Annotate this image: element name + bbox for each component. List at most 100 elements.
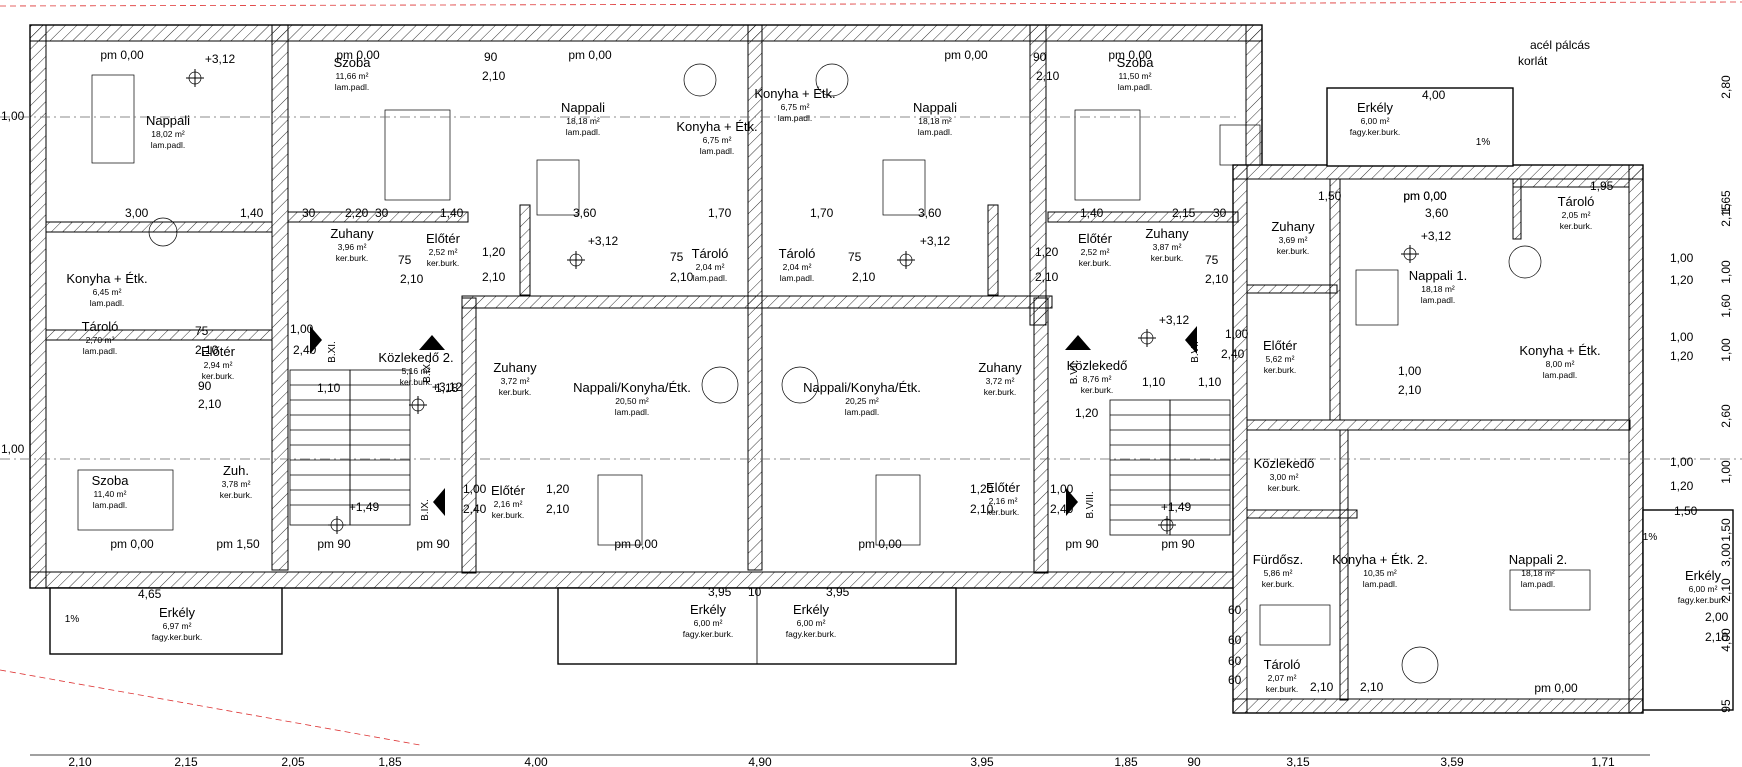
dimension-label: 1,20 xyxy=(546,482,570,496)
dimension-label: 2,40 xyxy=(463,502,487,516)
room-area: 11,40 m² xyxy=(94,489,127,499)
room-area: 3,87 m² xyxy=(1153,242,1182,252)
room-name: Konyha + Étk. xyxy=(676,119,757,134)
room-area: 2,05 m² xyxy=(1562,210,1591,220)
room-floor-finish: ker.burk. xyxy=(1277,246,1310,256)
room-name: Nappali xyxy=(146,113,190,128)
room-floor-finish: ker.burk. xyxy=(202,371,235,381)
dimension-label: 2,10 xyxy=(482,270,506,284)
dimension-label: 2,10 xyxy=(400,272,424,286)
room-name: Konyha + Étk. xyxy=(1519,343,1600,358)
balconies xyxy=(49,87,1734,711)
room-name: Zuhany xyxy=(1271,219,1315,234)
dimension-label: 1,00 xyxy=(1670,251,1694,265)
section-label: B.VIII. xyxy=(1085,491,1096,518)
room-area: 5,16 m² xyxy=(402,366,431,376)
dimension-label: 3,95 xyxy=(708,585,732,599)
dimension-label: 1,00 xyxy=(1,109,25,123)
room-floor-finish: lam.padl. xyxy=(700,146,735,156)
dimension-label: 1,20 xyxy=(1075,406,1099,420)
dimension-label: 1,20 xyxy=(1670,479,1694,493)
room-floor-finish: ker.burk. xyxy=(1151,253,1184,263)
bottom-dimension: 2,15 xyxy=(174,755,198,767)
dimension-label: 2,10 xyxy=(195,343,219,357)
dimension-label: 1,70 xyxy=(810,206,834,220)
dimension-label: 1,00 xyxy=(1670,330,1694,344)
room-area: 3,72 m² xyxy=(986,376,1015,386)
dimension-label: 1,20 xyxy=(1035,245,1059,259)
room-floor-finish: lam.padl. xyxy=(778,113,813,123)
room-name: Zuhany xyxy=(493,360,537,375)
interior-walls xyxy=(45,24,1631,701)
bottom-dimension: 2,05 xyxy=(281,755,305,767)
room-area: 20,50 m² xyxy=(615,396,649,406)
bottom-dimension: 1,85 xyxy=(378,755,402,767)
room-name: Konyha + Étk. 2. xyxy=(1332,552,1428,567)
room-area: 3,00 m² xyxy=(1270,472,1299,482)
room-area: 3,72 m² xyxy=(501,376,530,386)
room-floor-finish: fagy.ker.burk. xyxy=(786,629,836,639)
room-area: 6,00 m² xyxy=(797,618,826,628)
room-name: Előtér xyxy=(491,483,526,498)
section-label: B.XI. xyxy=(327,341,338,363)
room-area: 18,18 m² xyxy=(918,116,952,126)
room-area: 2,70 m² xyxy=(86,335,115,345)
property-line xyxy=(0,1,1742,7)
room-name: Konyha + Étk. xyxy=(754,86,835,101)
room-floor-finish: ker.burk. xyxy=(336,253,369,263)
room-name: Előtér xyxy=(986,480,1021,495)
room-area: 10,35 m² xyxy=(1363,568,1397,578)
room-name: Nappali xyxy=(561,100,605,115)
dimension-label: 1,00 xyxy=(290,322,314,336)
room-area: 18,18 m² xyxy=(566,116,600,126)
dimension-label: 2,10 xyxy=(1360,680,1384,694)
dimension-label: 1,18 xyxy=(435,381,459,395)
right-dimension: 2,60 xyxy=(1719,404,1733,428)
room-name: Nappali 2. xyxy=(1509,552,1568,567)
room-name: Erkély xyxy=(159,605,196,620)
dimension-label: 2,10 xyxy=(482,69,506,83)
level-label: pm 90 xyxy=(1065,537,1099,551)
section-labels: B.XI.B.IX.B.VII.B.VI.B.IX.B.VIII. xyxy=(327,341,1201,521)
level-labels: +3,12+3,12+3,12+3,12+3,12+3,12+1,49+1,49… xyxy=(205,52,1578,695)
staircase-left xyxy=(289,369,411,526)
room-floor-finish: lam.padl. xyxy=(90,298,125,308)
dimension-label: 30 xyxy=(1213,206,1227,220)
bottom-dimension: 4,90 xyxy=(748,755,772,767)
bottom-dimension: 90 xyxy=(1187,755,1201,767)
room-floor-finish: ker.burk. xyxy=(984,387,1017,397)
level-label: +3,12 xyxy=(432,380,463,394)
room-name: Nappali/Konyha/Étk. xyxy=(573,380,691,395)
level-label: pm 0,00 xyxy=(1403,189,1447,203)
dimension-label: 30 xyxy=(375,206,389,220)
dimension-label: 2,20 xyxy=(345,206,369,220)
room-floor-finish: ker.burk. xyxy=(987,507,1020,517)
dimension-label: 1,10 xyxy=(1142,375,1166,389)
dimension-label: 1,20 xyxy=(970,482,994,496)
dimension-label: 60 xyxy=(1228,633,1242,647)
room-name: Zuhany xyxy=(978,360,1022,375)
room-name: Szoba xyxy=(1117,55,1155,70)
right-dimension: 1,00 xyxy=(1719,338,1733,362)
bottom-dimension: 3,59 xyxy=(1440,755,1464,767)
dimension-label: 1,40 xyxy=(440,206,464,220)
level-label: +1,49 xyxy=(349,500,380,514)
dimension-label: 2,15 xyxy=(1172,206,1196,220)
room-name: Előtér xyxy=(201,344,236,359)
room-name: Zuh. xyxy=(223,463,249,478)
right-dimension: 4,00 xyxy=(1719,628,1733,652)
dimension-label: 60 xyxy=(1228,673,1242,687)
dimension-label: 75 xyxy=(848,250,862,264)
room-floor-finish: ker.burk. xyxy=(1081,385,1114,395)
grid-lines xyxy=(0,116,1742,460)
room-area: 11,66 m² xyxy=(336,71,369,81)
dimension-label: 3,60 xyxy=(573,206,597,220)
room-floor-finish: ker.burk. xyxy=(492,510,525,520)
